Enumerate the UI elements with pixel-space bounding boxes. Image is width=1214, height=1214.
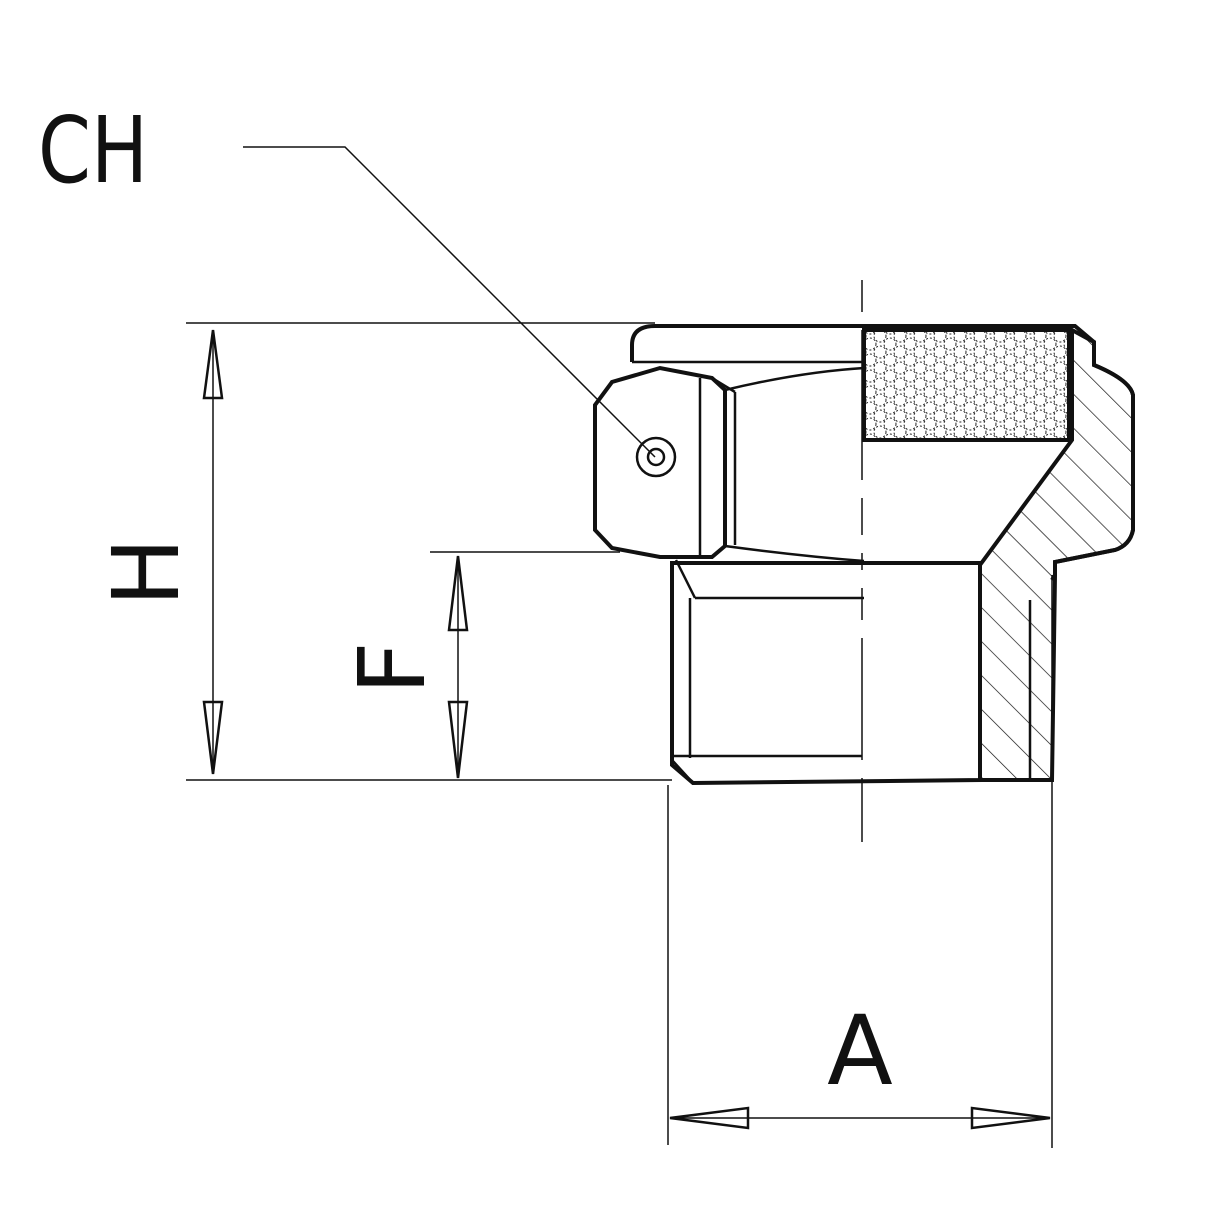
extension-lines [186, 322, 1053, 1148]
dimension-f [447, 555, 469, 779]
h-arrow-top [202, 329, 224, 400]
hatched-section [978, 326, 1135, 782]
filter-mesh [862, 328, 1071, 442]
f-arrow-top [447, 555, 469, 632]
f-arrow-bottom [447, 700, 469, 779]
fitting-body [593, 324, 1135, 786]
hex-nut [593, 365, 727, 559]
ch-leader-line [243, 146, 656, 458]
label-ch: CH [38, 97, 148, 204]
grease-point-inner [646, 447, 666, 467]
a-arrow-left [669, 1106, 750, 1130]
label-a: A [827, 995, 893, 1107]
a-arrow-right [970, 1106, 1051, 1130]
dimension-a [669, 1106, 1051, 1130]
grease-point-outer [635, 436, 677, 478]
label-h: H [93, 537, 200, 606]
dimension-h [202, 329, 224, 775]
label-f: F [339, 642, 446, 695]
h-arrow-bottom [202, 700, 224, 775]
threaded-body [670, 561, 982, 786]
